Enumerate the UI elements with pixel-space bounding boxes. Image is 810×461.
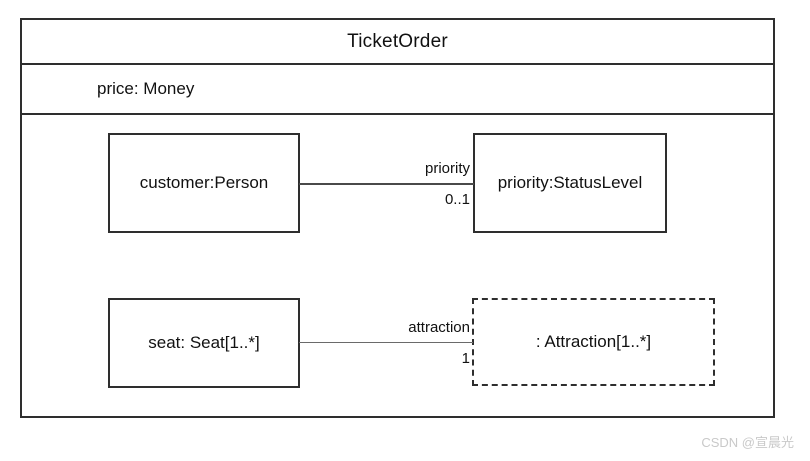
part-seat: seat: Seat[1..*] [108, 298, 300, 388]
internal-structure-compartment: customer:Person priority:StatusLevel sea… [22, 115, 773, 416]
connector-priority-role-label: priority [424, 160, 470, 177]
class-attribute-compartment: price: Money [22, 65, 773, 115]
connector-attraction-multiplicity-label: 1 [461, 350, 470, 367]
connector-seat-attraction [299, 342, 473, 343]
class-title: TicketOrder [347, 30, 448, 52]
part-priority: priority:StatusLevel [473, 133, 667, 233]
part-customer: customer:Person [108, 133, 300, 233]
part-attraction: : Attraction[1..*] [472, 298, 715, 386]
connector-customer-priority [299, 183, 474, 185]
class-attribute: price: Money [97, 79, 195, 98]
composite-structure-frame: TicketOrder price: Money customer:Person… [20, 18, 775, 418]
part-attraction-label: : Attraction[1..*] [535, 332, 652, 351]
connector-priority-multiplicity-label: 0..1 [444, 191, 470, 208]
class-name-compartment: TicketOrder [22, 20, 773, 65]
part-seat-label: seat: Seat[1..*] [148, 333, 260, 352]
watermark: CSDN @宣晨光 [701, 435, 794, 450]
part-priority-label: priority:StatusLevel [497, 173, 643, 192]
part-customer-label: customer:Person [139, 173, 269, 192]
connector-attraction-role-label: attraction [408, 319, 470, 336]
